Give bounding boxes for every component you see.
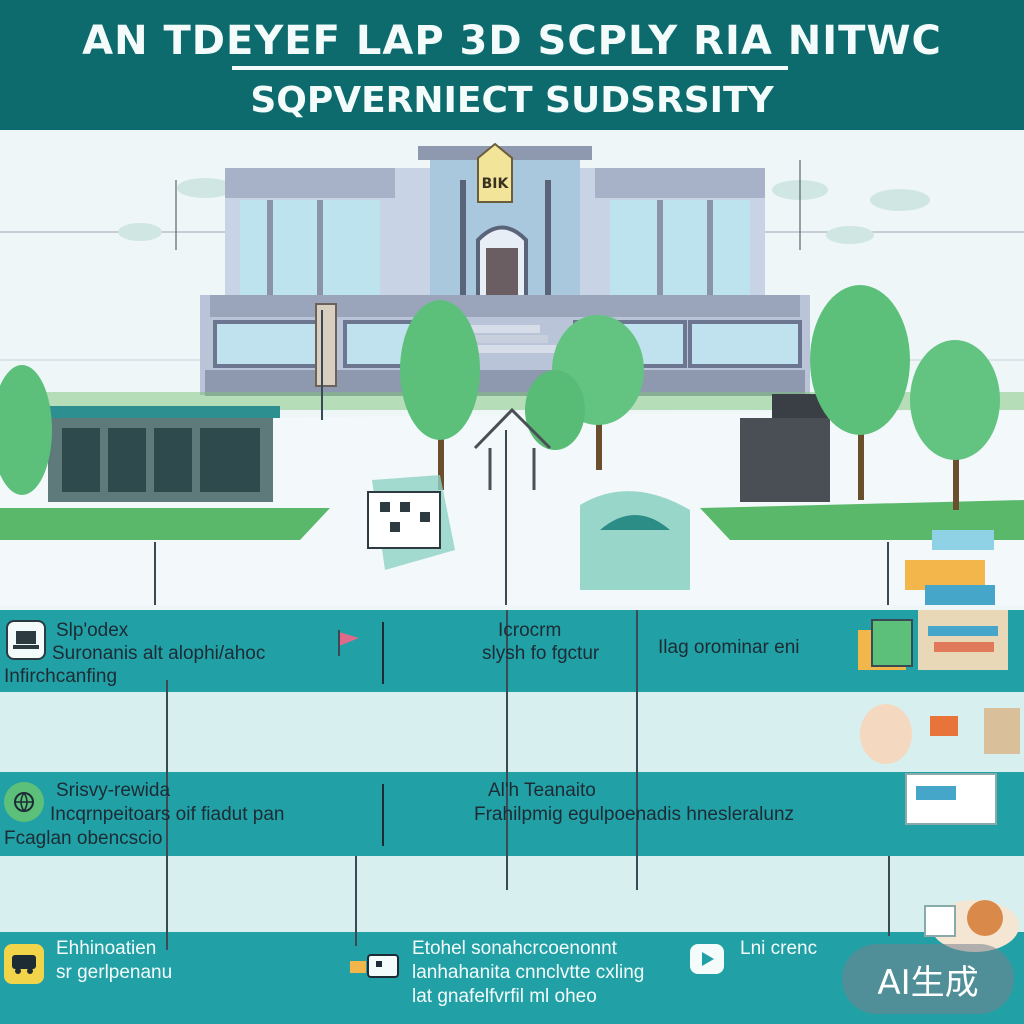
flag-icon bbox=[336, 628, 362, 658]
info-row-1 bbox=[0, 610, 1024, 692]
title-line-1: AN TDEYEF LAP 3D SCPLY RIA NITWC bbox=[82, 18, 942, 64]
row2-col2-line2: Frahilpmig egulpoenadis hnesleralunz bbox=[474, 804, 795, 825]
play-icon bbox=[690, 944, 724, 974]
row3-col1-line1: Ehhinoatien bbox=[56, 938, 157, 959]
globe-icon bbox=[4, 782, 44, 822]
row2-col2-line1: Al'h Teanaito bbox=[488, 780, 596, 801]
camera-icon bbox=[346, 946, 406, 986]
row1-col3-line1: Ilag orominar eni bbox=[658, 637, 800, 658]
row3-col2-line1: Etohel sonahcrcoenonnt bbox=[412, 938, 617, 959]
laptop-icon bbox=[6, 620, 46, 660]
connector-line bbox=[166, 680, 168, 950]
bus-icon bbox=[4, 944, 44, 984]
title-divider bbox=[232, 66, 788, 70]
building-sign-label: BIK bbox=[482, 176, 510, 192]
row3-col3-line1: Lni crenc bbox=[740, 938, 818, 959]
row3-col2-line3: lat gnafelfvrfil ml oheo bbox=[412, 986, 597, 1007]
supplies-illustration bbox=[858, 610, 1008, 670]
row1-col1-line3: Infirchcanfing bbox=[4, 666, 118, 687]
row2-col1-line2: Incqrnpeitoars oif fiadut pan bbox=[50, 804, 285, 825]
title-line-2: SQPVERNIECT SUDSRSITY bbox=[250, 80, 774, 121]
row3-col2-line2: lanhahanita cnnclvtte cxling bbox=[412, 962, 645, 983]
main-building bbox=[200, 146, 810, 396]
connector-line bbox=[636, 610, 638, 890]
connector-line bbox=[888, 856, 890, 936]
row2-col1-line1: Srisvy-rewida bbox=[56, 780, 171, 801]
row2-col1-line3: Fcaglan obencscio bbox=[4, 828, 163, 849]
info-row-2 bbox=[0, 772, 1024, 856]
left-pavilion bbox=[40, 406, 280, 502]
trees bbox=[0, 285, 1000, 510]
column-divider bbox=[382, 784, 384, 846]
row1-col2-line2: slysh fo fgctur bbox=[482, 643, 600, 664]
row3-col1-line2: sr gerlpenanu bbox=[56, 962, 173, 983]
row1-col1-line1: Slp'odex bbox=[56, 620, 129, 641]
connector-line bbox=[506, 610, 508, 890]
column-divider bbox=[382, 622, 384, 684]
header-banner: AN TDEYEF LAP 3D SCPLY RIA NITWC SQPVERN… bbox=[0, 0, 1024, 130]
food-illustration bbox=[924, 900, 1019, 952]
row-divider-2 bbox=[0, 856, 1024, 932]
row1-col1-line2: Suronanis alt alophi/ahoc bbox=[52, 643, 266, 664]
connector-line bbox=[355, 856, 357, 946]
row1-col2-line1: Icrocrm bbox=[498, 620, 562, 641]
row-divider-1 bbox=[0, 692, 1024, 772]
market-illustration bbox=[860, 704, 1020, 825]
ai-generated-badge: AI生成 bbox=[842, 944, 1014, 1014]
campus-illustration: BIK bbox=[0, 130, 1024, 605]
